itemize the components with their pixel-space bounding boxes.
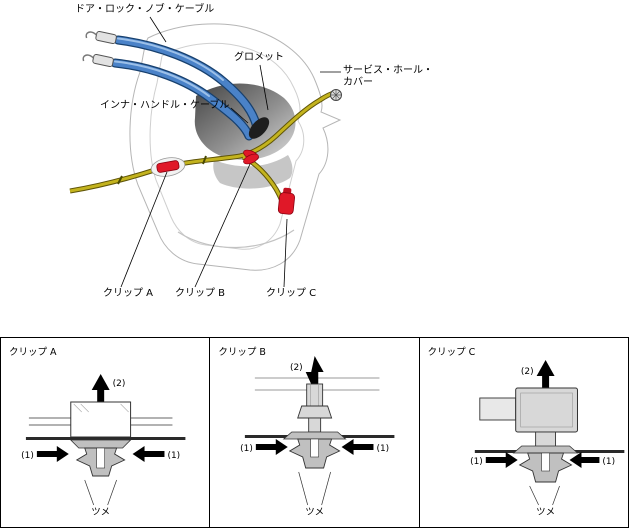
clip-a-marker — [150, 157, 186, 177]
press-left-label: (1) — [470, 457, 483, 467]
label-clip-b: クリップ B — [175, 288, 226, 299]
clip-slot — [310, 438, 320, 458]
clip-slot — [540, 452, 550, 472]
clip-collar — [297, 405, 333, 419]
door-trim-bottom-contour — [177, 229, 295, 249]
panel-sheet — [25, 437, 186, 440]
clip-b-marker — [243, 149, 259, 165]
cable-end-connector — [330, 89, 342, 101]
tab-label: ツメ — [306, 507, 325, 518]
door-trim-inner-outline — [149, 42, 305, 250]
label-inner-handle-cable: インナ・ハンドル・ケーブル — [100, 100, 230, 111]
clip-panel-b-title: クリップ B — [218, 347, 266, 358]
clip-umbrella — [69, 439, 132, 449]
clip-b-drawing: (2) (1) (1) ツメ — [240, 356, 395, 518]
clip-panel-c-title: クリップ C — [427, 347, 476, 358]
pull-arrow-label: (2) — [113, 379, 126, 389]
pull-arrow-label: (2) — [521, 367, 534, 377]
press-left-arrow — [36, 446, 69, 462]
door-cable-illustration — [69, 16, 342, 288]
press-right-arrow — [569, 452, 600, 468]
connector-body — [514, 387, 578, 433]
clip-boss — [70, 401, 132, 438]
label-clip-a: クリップ A — [103, 288, 154, 299]
clip-c-drawing: (2) (1) (1) ツメ — [470, 360, 624, 518]
press-left-label: (1) — [240, 444, 253, 454]
label-grommet: グロメット — [234, 52, 284, 63]
clip-umbrella — [512, 445, 579, 454]
pull-up-arrow — [91, 374, 110, 402]
clip-panel-a-title: クリップ A — [9, 347, 57, 358]
press-right-label: (1) — [602, 457, 615, 467]
label-service-hole-cover-line2: カバー — [343, 77, 373, 88]
press-right-label: (1) — [167, 451, 180, 461]
pull-up-arrow — [536, 360, 555, 388]
clip-panel-a: クリップ A (2) (1) (1) — [1, 338, 211, 527]
clip-c-marker — [277, 187, 296, 215]
clip-neck — [308, 417, 322, 433]
pull-up-arrow — [306, 356, 324, 384]
clip-shaft — [306, 383, 324, 407]
connector-side-tab — [479, 397, 516, 421]
clip-a-drawing: (2) (1) (1) ツメ — [21, 374, 186, 518]
press-right-arrow — [341, 439, 374, 455]
clip-panel-b: クリップ B (2) — [210, 338, 420, 527]
press-right-label: (1) — [377, 444, 390, 454]
press-left-arrow — [256, 439, 289, 455]
pull-arrow-label: (2) — [290, 363, 303, 373]
tab-label: ツメ — [91, 507, 110, 518]
press-left-arrow — [485, 452, 518, 468]
clip-detail-panels: クリップ A (2) (1) (1) — [0, 337, 629, 528]
press-left-label: (1) — [21, 451, 34, 461]
label-clip-c: クリップ C — [266, 288, 317, 299]
tab-label: ツメ — [536, 507, 555, 518]
label-service-hole-cover: サービス・ホール・ カバー — [343, 65, 433, 89]
clip-slot — [96, 447, 105, 469]
press-right-arrow — [132, 446, 165, 462]
leader-lines — [120, 16, 341, 288]
label-door-lock-knob-cable: ドア・ロック・ノブ・ケーブル — [75, 4, 215, 15]
grommet-shape — [248, 117, 270, 139]
clip-panel-c: クリップ C (2) (1) (1) — [420, 338, 628, 527]
label-service-hole-cover-line1: サービス・ホール・ — [343, 65, 433, 76]
door-lock-cables — [110, 35, 262, 141]
clip-umbrella — [283, 431, 347, 440]
cable-end-fittings — [82, 30, 117, 68]
